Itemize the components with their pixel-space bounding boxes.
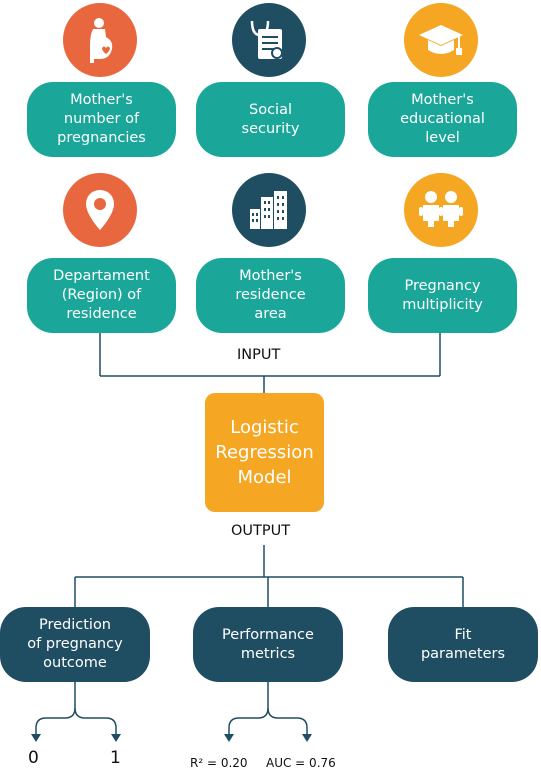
output-label: OUTPUT [231,523,291,539]
graduation-cap-icon [404,3,478,77]
logistic-regression-model-box: Logistic Regression Model [205,393,324,512]
input-departament-region-of-residence: Departament (Region) of residence [27,258,176,333]
prediction-value-0: 0 [28,748,39,768]
input-social-security: Social security [196,82,345,157]
output-fit-parameters: Fit parameters [388,607,538,682]
prediction-value-1: 1 [110,748,121,768]
twin-babies-icon [404,173,478,247]
city-buildings-icon [232,173,306,247]
input-mothers-number-of-pregnancies: Mother's number of pregnancies [27,82,176,157]
location-pin-icon [63,173,137,247]
input-mothers-residence-area: Mother's residence area [196,258,345,333]
input-pregnancy-multiplicity: Pregnancy multiplicity [368,258,517,333]
output-performance-metrics: Performance metrics [193,607,343,682]
input-mothers-educational-level: Mother's educational level [368,82,517,157]
metric-auc: AUC = 0.76 [266,756,336,770]
metric-r2: R² = 0.20 [190,756,248,770]
output-prediction-of-pregnancy-outcome: Prediction of pregnancy outcome [0,607,150,682]
pregnant-woman-icon [63,3,137,77]
medical-document-icon [232,3,306,77]
input-label: INPUT [237,347,281,363]
